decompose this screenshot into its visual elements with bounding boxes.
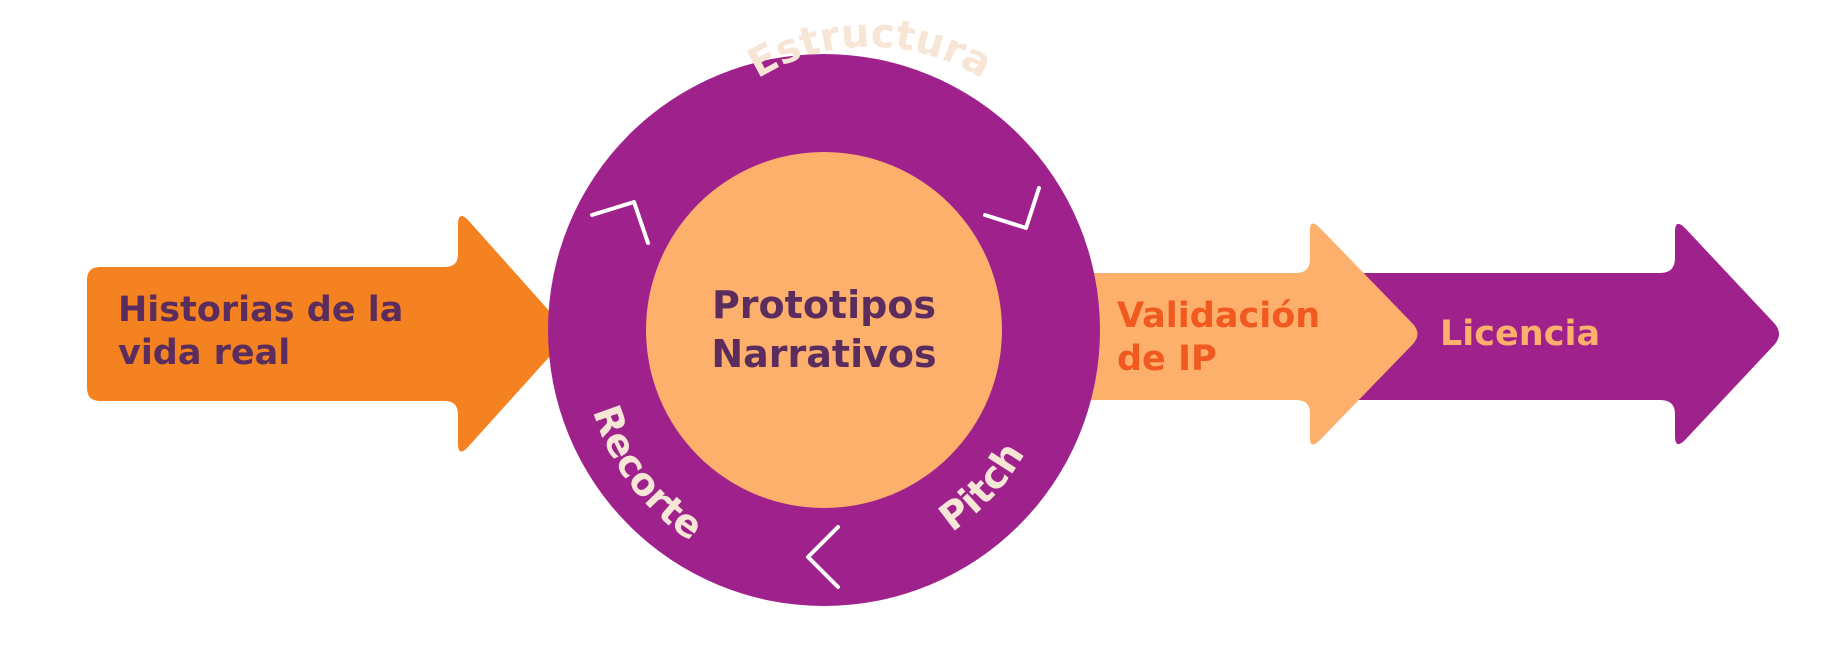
input-arrow (87, 216, 565, 452)
license-arrow (1330, 223, 1779, 445)
input-label-line2: vida real (118, 333, 290, 373)
center-title-line2: Narrativos (711, 332, 936, 376)
cycle-arrow-right-icon (983, 186, 1041, 230)
cycle-arrow-bottom-icon (806, 525, 840, 589)
validation-arrow (1080, 223, 1418, 445)
input-label-line1: Historias de la (118, 290, 403, 330)
validation-label-line2: de IP (1117, 339, 1217, 379)
cycle-arrow-left-icon (590, 200, 650, 245)
center-circle (646, 152, 1002, 508)
center-title-line1: Prototipos (712, 283, 936, 327)
license-label: Licencia (1440, 314, 1600, 354)
validation-label-line1: Validación (1117, 296, 1320, 336)
